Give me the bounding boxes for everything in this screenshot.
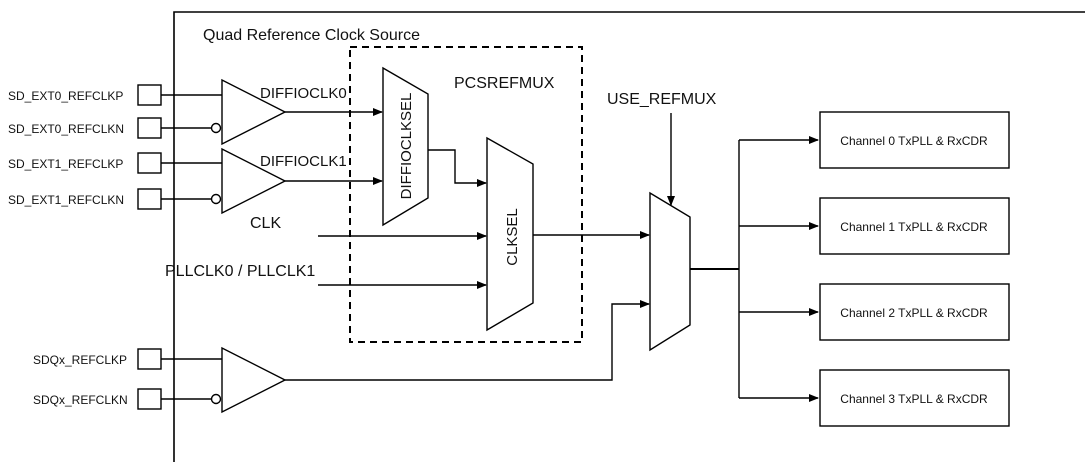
pin-box-sdqp xyxy=(137,348,162,370)
pin-box-ext0n xyxy=(137,117,162,139)
pin-box-ext1n xyxy=(137,188,162,210)
channel-3-label: Channel 3 TxPLL & RxCDR xyxy=(840,392,988,406)
refmux-mux xyxy=(649,191,691,352)
pin-boxes xyxy=(137,84,162,410)
diffioclksel-mux xyxy=(382,66,429,227)
pcsrefmux-box xyxy=(349,46,583,343)
diffioclk1-label: DIFFIOCLK1 xyxy=(260,153,347,170)
pin-box-sdqn xyxy=(137,388,162,410)
quad-boundary xyxy=(173,11,1085,462)
input-buffer-0 xyxy=(161,78,287,146)
channel-3-box xyxy=(819,369,1010,427)
diffioclksel-label: DIFFIOCLKSEL xyxy=(398,93,415,200)
sdq-wire xyxy=(285,300,650,381)
diffioclksel-out-wire xyxy=(428,149,487,187)
pin-label-ext1n: SD_EXT1_REFCLKN xyxy=(8,193,124,207)
channel-0-label: Channel 0 TxPLL & RxCDR xyxy=(840,134,988,148)
channel-1-box xyxy=(819,197,1010,255)
channel-1-label: Channel 1 TxPLL & RxCDR xyxy=(840,220,988,234)
pin-label-ext0n: SD_EXT0_REFCLKN xyxy=(8,122,124,136)
channel-2-box xyxy=(819,283,1010,341)
pin-box-ext1p xyxy=(137,152,162,174)
quad-title: Quad Reference Clock Source xyxy=(203,27,420,44)
input-buffer-1 xyxy=(161,147,287,215)
pcsrefmux-label: PCSREFMUX xyxy=(454,75,555,92)
pllclk-label: PLLCLK0 / PLLCLK1 xyxy=(165,263,315,280)
clksel-mux xyxy=(486,136,534,332)
channel-0-box xyxy=(819,111,1010,169)
pin-label-sdqp: SDQx_REFCLKP xyxy=(33,353,127,367)
pin-label-ext0p: SD_EXT0_REFCLKP xyxy=(8,89,123,103)
pin-label-ext1p: SD_EXT1_REFCLKP xyxy=(8,157,123,171)
diffioclk0-label: DIFFIOCLK0 xyxy=(260,85,347,102)
fanout-wires xyxy=(690,136,819,402)
pin-box-ext0p xyxy=(137,84,162,106)
use-refmux-label: USE_REFMUX xyxy=(607,91,717,108)
clk-label: CLK xyxy=(250,215,281,232)
channel-2-label: Channel 2 TxPLL & RxCDR xyxy=(840,306,988,320)
pin-label-sdqn: SDQx_REFCLKN xyxy=(33,393,128,407)
clksel-label: CLKSEL xyxy=(504,208,521,266)
input-buffer-sdq xyxy=(161,346,287,414)
